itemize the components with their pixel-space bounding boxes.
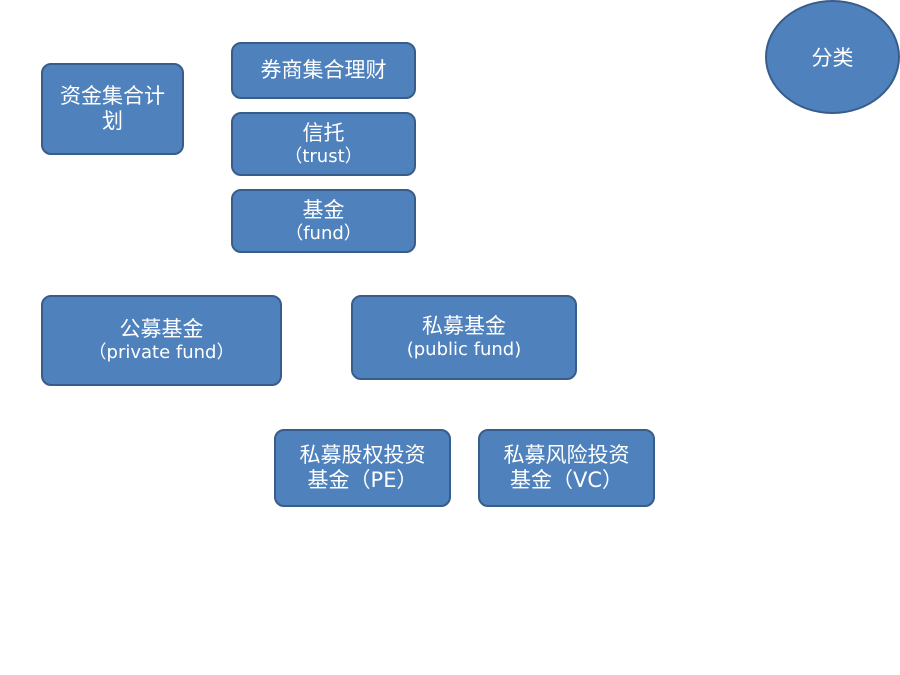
node-collective-plan: 资金集合计 划 bbox=[41, 63, 184, 155]
node-fund: 基金 （fund） bbox=[231, 189, 416, 253]
node-public-offering-fund: 公募基金 （private fund） bbox=[41, 295, 282, 386]
node-private-venture-fund-line2: 基金（VC） bbox=[509, 468, 624, 492]
category-circle: 分类 bbox=[765, 0, 900, 114]
node-private-equity-fund-line2: 基金（PE） bbox=[307, 468, 418, 492]
node-collective-plan-line2: 划 bbox=[102, 109, 123, 133]
node-broker-wealth: 券商集合理财 bbox=[231, 42, 416, 99]
node-public-offering-fund-line2: （private fund） bbox=[88, 342, 235, 364]
node-private-venture-fund-line1: 私募风险投资 bbox=[503, 442, 630, 467]
node-fund-line2: （fund） bbox=[285, 222, 362, 244]
node-private-offering-fund: 私募基金 (public fund) bbox=[351, 295, 577, 380]
node-trust-line1: 信托 bbox=[302, 120, 345, 145]
node-collective-plan-line1: 资金集合计 bbox=[60, 83, 165, 108]
node-private-equity-fund-line1: 私募股权投资 bbox=[299, 442, 426, 467]
node-broker-wealth-line1: 券商集合理财 bbox=[260, 57, 387, 82]
node-public-offering-fund-line1: 公募基金 bbox=[119, 317, 204, 342]
node-trust: 信托 （trust） bbox=[231, 112, 416, 176]
node-private-offering-fund-line1: 私募基金 bbox=[422, 314, 506, 339]
node-trust-line2: （trust） bbox=[284, 145, 363, 167]
node-private-venture-fund: 私募风险投资 基金（VC） bbox=[478, 429, 655, 507]
node-private-equity-fund: 私募股权投资 基金（PE） bbox=[274, 429, 451, 507]
node-private-offering-fund-line2: (public fund) bbox=[406, 339, 522, 361]
node-fund-line1: 基金 bbox=[302, 197, 345, 222]
category-circle-label: 分类 bbox=[811, 46, 854, 70]
